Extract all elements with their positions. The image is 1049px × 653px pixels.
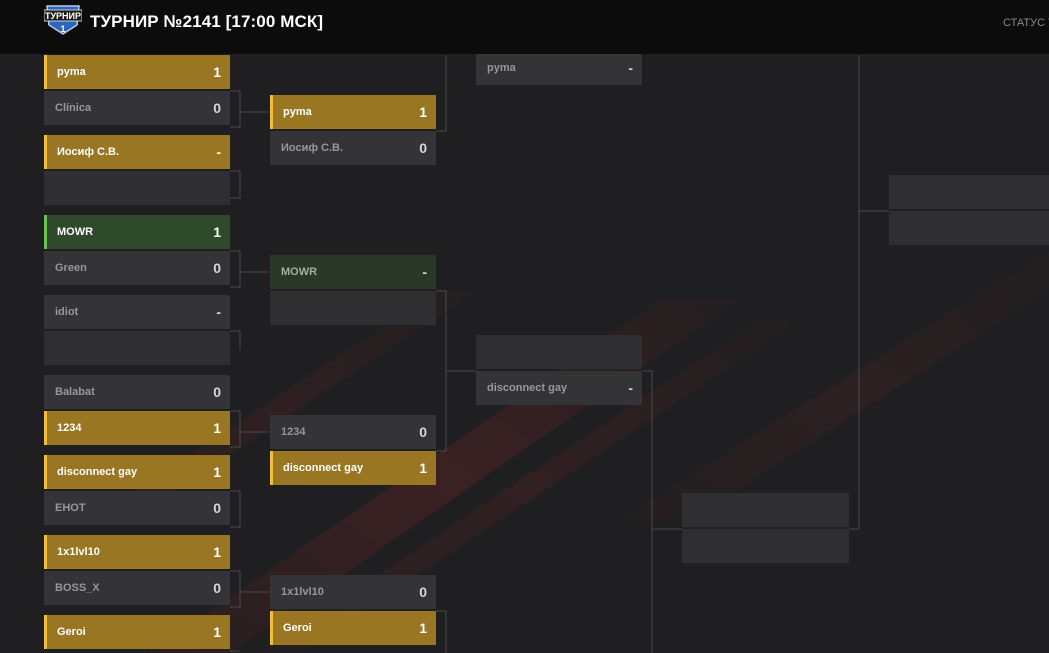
- connector-line: [230, 170, 241, 199]
- player-score: -: [216, 144, 221, 160]
- bracket-slot-round2[interactable]: Geroi 1: [270, 611, 436, 645]
- player-name: 1x1lvl10: [57, 546, 100, 558]
- bracket-slot-round1[interactable]: Иосиф С.В. -: [44, 135, 230, 169]
- player-score: 0: [213, 384, 221, 400]
- player-name: Иосиф С.В.: [57, 146, 120, 158]
- logo-number: 1: [60, 24, 65, 34]
- connector-line: [230, 490, 241, 528]
- top-bar: ТУРНИР 1 ТУРНИР №2141 [17:00 МСК] СТАТУС…: [0, 0, 1049, 54]
- bracket-slot-round1[interactable]: Green 0: [44, 251, 230, 285]
- bracket-slot-round1[interactable]: Geroi 1: [44, 615, 230, 649]
- bracket-slot-round1[interactable]: disconnect gay 1: [44, 455, 230, 489]
- bracket-slot-round3[interactable]: pyma -: [476, 51, 642, 85]
- bracket-slot-round1[interactable]: [44, 331, 230, 365]
- bracket-slot-round2[interactable]: 1x1lvl10 0: [270, 575, 436, 609]
- tournament-logo-icon: ТУРНИР 1: [44, 5, 82, 35]
- bracket-slot-round5[interactable]: [889, 175, 1049, 209]
- bracket-slot-round1[interactable]: Balabat 0: [44, 375, 230, 409]
- player-score: 0: [213, 580, 221, 596]
- player-name: Clínica: [55, 102, 92, 114]
- player-score: 1: [419, 104, 427, 120]
- connector-line: [230, 570, 241, 608]
- logo-text: ТУРНИР: [45, 11, 81, 21]
- player-name: BOSS_X: [55, 582, 100, 594]
- player-name: disconnect gay: [487, 382, 568, 394]
- bracket-slot-round1[interactable]: BOSS_X 0: [44, 571, 230, 605]
- player-score: 0: [213, 260, 221, 276]
- player-name: MOWR: [57, 226, 94, 238]
- player-score: 1: [213, 464, 221, 480]
- bracket-slot-round5[interactable]: [889, 211, 1049, 245]
- player-name: Geroi: [57, 626, 86, 638]
- bracket-slot-round3[interactable]: disconnect gay -: [476, 371, 642, 405]
- bracket-slot-round2[interactable]: MOWR -: [270, 255, 436, 289]
- connector-line: [230, 250, 241, 288]
- bracket-slot-round1[interactable]: EHOT 0: [44, 491, 230, 525]
- player-name: Иосиф С.В.: [281, 142, 344, 154]
- player-score: -: [628, 60, 633, 76]
- bracket-slot-round1[interactable]: 1x1lvl10 1: [44, 535, 230, 569]
- connector-line: [436, 290, 447, 452]
- bracket-slot-round1[interactable]: pyma 1: [44, 55, 230, 89]
- bracket-slot-round1[interactable]: idiot -: [44, 295, 230, 329]
- player-score: 0: [213, 100, 221, 116]
- bracket-slot-round3[interactable]: [476, 335, 642, 369]
- connector-line: [230, 410, 241, 448]
- connector-line: [230, 330, 241, 350]
- player-name: pyma: [487, 62, 516, 74]
- bracket-slot-round2[interactable]: pyma 1: [270, 95, 436, 129]
- bracket-slot-round4[interactable]: [682, 529, 849, 563]
- player-score: 0: [419, 424, 427, 440]
- player-name: disconnect gay: [57, 466, 138, 478]
- player-name: MOWR: [281, 266, 318, 278]
- page-title: ТУРНИР №2141 [17:00 МСК]: [90, 12, 324, 31]
- player-name: disconnect gay: [283, 462, 364, 474]
- player-name: 1234: [57, 422, 82, 434]
- player-score: 1: [419, 460, 427, 476]
- connector-line: [849, 55, 860, 530]
- bracket-slot-round4[interactable]: [682, 493, 849, 527]
- player-score: 1: [213, 544, 221, 560]
- player-name: pyma: [57, 66, 86, 78]
- player-score: 1: [213, 624, 221, 640]
- player-name: Balabat: [55, 386, 95, 398]
- bracket-slot-round2[interactable]: 1234 0: [270, 415, 436, 449]
- player-name: 1x1lvl10: [281, 586, 324, 598]
- tournament-status-link[interactable]: СТАТУС ТУ: [1003, 17, 1049, 29]
- player-score: 0: [419, 584, 427, 600]
- bracket-slot-round1[interactable]: MOWR 1: [44, 215, 230, 249]
- bracket-slot-round1[interactable]: [44, 171, 230, 205]
- player-name: idiot: [55, 306, 79, 318]
- bracket-slot-round2[interactable]: disconnect gay 1: [270, 451, 436, 485]
- player-score: 1: [213, 64, 221, 80]
- player-name: pyma: [283, 106, 312, 118]
- player-score: -: [216, 304, 221, 320]
- connector-line: [642, 370, 653, 653]
- player-name: 1234: [281, 426, 306, 438]
- connector-line: [436, 55, 447, 132]
- player-name: Geroi: [283, 622, 312, 634]
- connector-line: [230, 90, 241, 128]
- bracket-slot-round1[interactable]: Clínica 0: [44, 91, 230, 125]
- connector-line: [436, 610, 447, 653]
- player-name: EHOT: [55, 502, 86, 514]
- bracket-slot-round2[interactable]: Иосиф С.В. 0: [270, 131, 436, 165]
- bracket-slot-round1[interactable]: 1234 1: [44, 411, 230, 445]
- player-score: -: [628, 380, 633, 396]
- player-score: 0: [419, 140, 427, 156]
- player-score: 1: [419, 620, 427, 636]
- player-score: 1: [213, 420, 221, 436]
- player-name: Green: [55, 262, 87, 274]
- player-score: 0: [213, 500, 221, 516]
- bracket-slot-round2[interactable]: [270, 291, 436, 325]
- player-score: 1: [213, 224, 221, 240]
- player-score: -: [422, 264, 427, 280]
